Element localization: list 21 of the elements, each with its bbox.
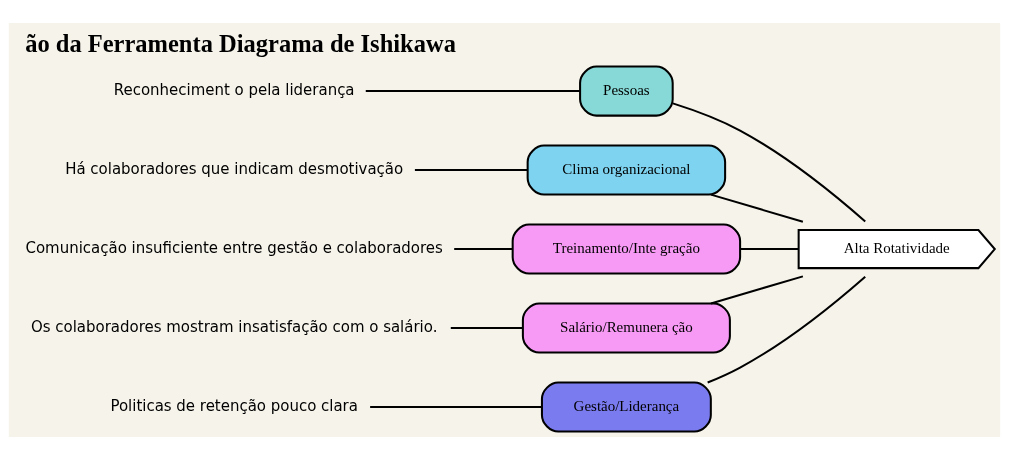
node-box: Treinamento/Inte gração [511,223,742,275]
node-box: Clima organizacional [526,144,727,196]
node-box: Gestão/Liderança [540,381,712,433]
node-text: Reconheciment o pela liderança [113,80,355,99]
connector [740,247,799,250]
connector [414,168,528,171]
connector [365,89,581,92]
node-box: Pessoas [579,65,674,117]
node-text: Comunicação insuficiente entre gestão e colaboradores [25,238,443,257]
node-text: Há colaboradores que indicam desmotivação [65,159,404,178]
node-text: Politicas de retenção pouco clara [110,396,358,415]
connector [707,275,866,383]
node-box: Salário/Remunera ção [521,302,731,354]
connector [450,326,523,329]
connector [370,405,542,408]
node-text: Os colaboradores mostram insatisfação com o salário. [30,317,438,336]
connector [710,274,804,304]
connector [454,247,513,250]
connector [672,101,866,222]
diagram-title: ão da Ferramenta Diagrama de Ishikawa [25,29,456,57]
connector [710,193,804,223]
